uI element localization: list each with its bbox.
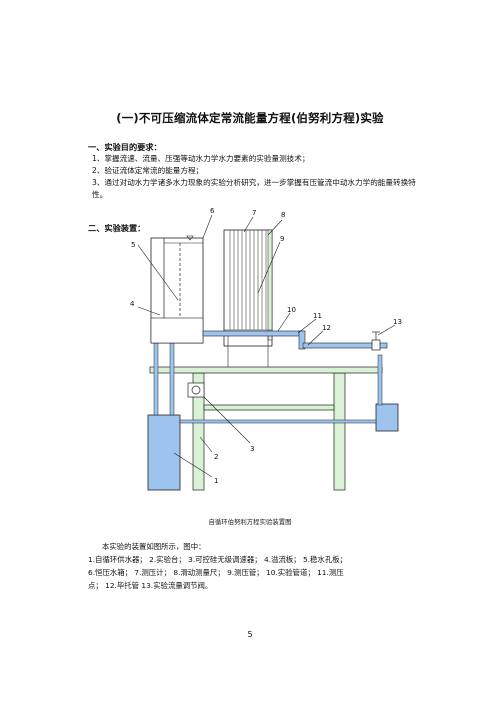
apparatus-diagram: 1 2 3 4 5 6 7 8 9 10 11 12 13 (130, 207, 402, 491)
table-beam (203, 404, 335, 411)
section2-heading: 二、实验装置： (88, 223, 146, 233)
head-tank-lower (150, 317, 204, 344)
label-2: 2 (214, 453, 218, 461)
description-line: 1.自循环供水器； 2.实验台； 3.可控硅无级调速器； 4.溢流板； 5.稳水… (88, 555, 347, 564)
water-level-marker (186, 235, 194, 241)
section1-heading: 一、实验目的要求： (88, 142, 162, 152)
label-13: 13 (393, 318, 402, 326)
label-10: 10 (287, 306, 296, 314)
label-11: 11 (313, 312, 322, 320)
label-9: 9 (280, 235, 284, 243)
description-intro: 本实验的装置如图所示，图中： (102, 542, 206, 551)
flow-valve (371, 339, 381, 351)
description-line: 6.恒压水箱； 7.测压计； 8.滑动测量尺； 9.测压管； 10.实验管道； … (88, 568, 344, 577)
sliding-scale (267, 229, 273, 341)
table-top (149, 366, 383, 374)
speed-controller (187, 382, 205, 398)
label-1: 1 (214, 477, 218, 485)
piezometer-tubes (229, 230, 267, 330)
label-6: 6 (210, 207, 215, 215)
manometer-board (223, 229, 273, 347)
section1-item: 3、通过对动水力学诸多水力现象的实验分析研究，进一步掌握有压管流中动水力学的能量… (92, 178, 416, 199)
drain-tank (375, 403, 399, 432)
return-pipe (179, 419, 377, 424)
test-pipe-drop (298, 330, 306, 350)
label-12: 12 (322, 324, 331, 332)
section1-list: 1、掌握流速、流量、压强等动水力学水力要素的实验量测技术； 2、验证流体定常流的… (92, 153, 422, 201)
section1-item: 2、验证流体定常流的能量方程； (92, 166, 204, 175)
label-4: 4 (130, 300, 135, 308)
supply-tank (147, 414, 181, 491)
test-pipe (202, 330, 304, 337)
page-number: 5 (247, 630, 253, 639)
test-pipe-lower (302, 342, 388, 349)
drain-pipe (377, 354, 383, 406)
label-5: 5 (131, 241, 135, 249)
table-leg-right (333, 372, 346, 491)
label-7: 7 (252, 209, 256, 217)
section1-item: 1、掌握流速、流量、压强等动水力学水力要素的实验量测技术； (92, 154, 310, 163)
supply-pipe (169, 342, 175, 416)
figure-caption: 自循环伯努利方程实验装置图 (208, 518, 292, 526)
description: 本实验的装置如图所示，图中： 1.自循环供水器； 2.实验台； 3.可控硅无级调… (88, 540, 424, 592)
description-line: 点； 12.毕托管 13.实验流量调节阀。 (88, 581, 213, 590)
label-3: 3 (250, 445, 254, 453)
page-title: (一)不可压缩流体定常流能量方程(伯努利方程)实验 (116, 111, 384, 125)
controller-knob (191, 385, 201, 395)
supply-pipe (153, 342, 159, 416)
leader-lines (137, 214, 396, 478)
label-8: 8 (281, 211, 285, 219)
